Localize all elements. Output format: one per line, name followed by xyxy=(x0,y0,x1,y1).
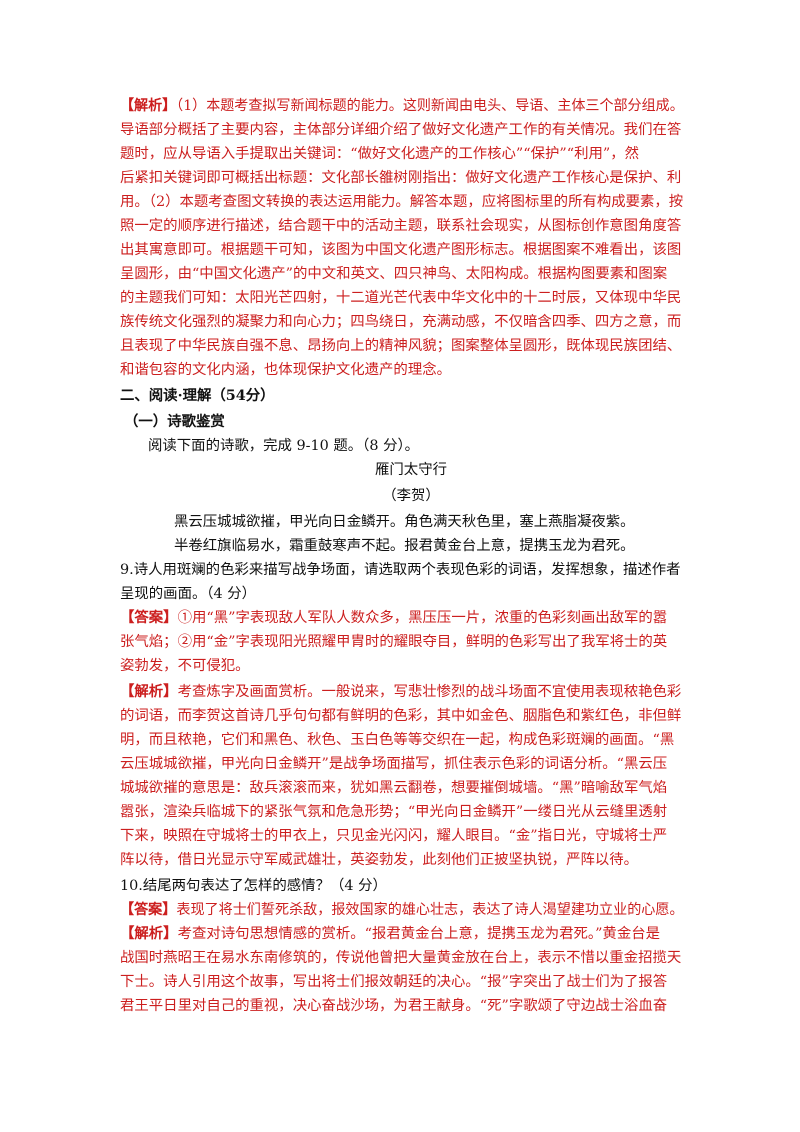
question-9: 呈现的画面。（4 分） xyxy=(120,586,257,602)
analysis-line: 照一定的顺序进行描述，结合题干中的活动主题，联系社会现实，从图标创作意图角度答 xyxy=(120,218,682,234)
analysis-line: 和谐包容的文化内涵，也体现保护文化遗产的理念。 xyxy=(120,362,451,378)
answer-line: 【答案】表现了将士们誓死杀敌，报效国家的雄心壮志，表达了诗人渴望建功立业的心愿。 xyxy=(120,901,684,918)
question-9: 9.诗人用斑斓的色彩来描写战争场面，请选取两个表现色彩的词语，发挥想象，描述作者 xyxy=(120,562,681,578)
analysis-line: 下士。诗人引用这个故事，写出将士们报效朝廷的决心。“报”字突出了战士们为了报答 xyxy=(120,974,668,990)
answer-tag: 【答案】 xyxy=(120,609,178,626)
poem-line: 黑云压城城欲摧，甲光向日金鳞开。角色满天秋色里，塞上燕脂凝夜紫。 xyxy=(174,514,635,530)
analysis-line: 战国时燕昭王在易水东南修筑的，传说他曾把大量黄金放在台上，表示不惜以重金招揽天 xyxy=(120,950,682,966)
analysis-line: 君王平日里对自己的重视，决心奋战沙场，为君王献身。“死”字歌颂了守边战士浴血奋 xyxy=(120,998,668,1014)
analysis-line: 【解析】考查对诗句思想情感的赏析。“报君黄金台上意，提携玉龙为君死。”黄金台是 xyxy=(120,925,660,942)
subsection-heading: （一）诗歌鉴赏 xyxy=(124,413,225,430)
analysis-line: 族传统文化强烈的凝聚力和向心力；四鸟绕日，充满动感，不仅暗含四季、四方之意，而 xyxy=(120,314,682,330)
answer-line: 【答案】①用“黑”字表现敌人军队人数众多，黑压压一片，浓重的色彩刻画出敌军的嚣 xyxy=(120,609,668,626)
answer-line: 姿勃发，不可侵犯。 xyxy=(120,658,250,674)
poem-line: 半卷红旗临易水，霜重鼓寒声不起。报君黄金台上意，提携玉龙为君死。 xyxy=(174,538,635,554)
analysis-line: 导语部分概括了主要内容，主体部分详细介绍了做好文化遗产工作的有关情况。我们在答 xyxy=(120,122,682,138)
analysis-line: 【解析】考查炼字及画面赏析。一般说来，写悲壮惨烈的战斗场面不宜使用表现秾艳色彩 xyxy=(120,683,682,700)
analysis-line: 阵以待，借日光显示守军威武雄壮，英姿勃发，此刻他们正披坚执锐，严阵以待。 xyxy=(120,852,639,868)
analysis-tag: 【解析】 xyxy=(120,97,177,114)
instruction-text: 阅读下面的诗歌，完成 9-10 题。（8 分）。 xyxy=(148,438,420,454)
answer-tag: 【答案】 xyxy=(120,901,177,918)
analysis-line: 题时，应从导语入手提取出关键词：“做好文化遗产的工作核心”“保护”“利用”，然 xyxy=(120,146,640,162)
analysis-line: 呈圆形，由“中国文化遗产”的中文和英文、四只神鸟、太阳构成。根据构图要素和图案 xyxy=(120,266,668,282)
question-10: 10.结尾两句表达了怎样的感情？（4 分） xyxy=(120,878,387,894)
analysis-line: 城城欲摧的意思是：敌兵滚滚而来，犹如黑云翻卷，想要摧倒城墙。“黑”暗喻敌军气焰 xyxy=(120,780,668,796)
analysis-line: 后紧扣关键词即可概括出标题：文化部长雒树刚指出：做好文化遗产工作核心是保护、利 xyxy=(120,170,682,186)
section-heading: 二、阅读·理解（54分） xyxy=(120,387,275,404)
analysis-line: 用。（2）本题考查图文转换的表达运用能力。解答本题，应将图标里的所有构成要素，按 xyxy=(120,194,684,210)
analysis-line: 且表现了中华民族自强不息、昂扬向上的精神风貌；图案整体呈圆形，既体现民族团结、 xyxy=(120,338,682,354)
analysis-line: 的词语，而李贺这首诗几乎句句都有鲜明的色彩，其中如金色、胭脂色和紫红色，非但鲜 xyxy=(120,708,682,724)
analysis-line: 的主题我们可知：太阳光芒四射，十二道光芒代表中华文化中的十二时辰，又体现中华民 xyxy=(120,290,682,306)
analysis-tag: 【解析】 xyxy=(120,683,178,700)
analysis-tag: 【解析】 xyxy=(120,925,178,942)
poem-author: （李贺） xyxy=(382,488,440,504)
answer-line: 张气焰；②用“金”字表现阳光照耀甲胄时的耀眼夺目，鲜明的色彩写出了我军将士的英 xyxy=(120,634,668,650)
analysis-line: 下来，映照在守城将士的甲衣上，只见金光闪闪，耀人眼目。“金”指日光，守城将士严 xyxy=(120,828,668,844)
analysis-line: 明，而且秾艳，它们和黑色、秋色、玉白色等等交织在一起，构成色彩斑斓的画面。“黑 xyxy=(120,732,675,748)
analysis-line: 云压城城欲摧，甲光向日金鳞开”是战争场面描写，抓住表示色彩的词语分析。“黑云压 xyxy=(120,756,668,772)
poem-title: 雁门太守行 xyxy=(375,462,447,478)
analysis-line: 嚣张，渲染兵临城下的紧张气氛和危急形势；“甲光向日金鳞开”一缕日光从云缝里透射 xyxy=(120,804,668,820)
analysis-line: 【解析】（1）本题考查拟写新闻标题的能力。这则新闻由电头、导语、主体三个部分组成… xyxy=(120,97,684,114)
analysis-line: 出其寓意即可。根据题干可知，该图为中国文化遗产图形标志。根据图案不难看出，该图 xyxy=(120,242,682,258)
